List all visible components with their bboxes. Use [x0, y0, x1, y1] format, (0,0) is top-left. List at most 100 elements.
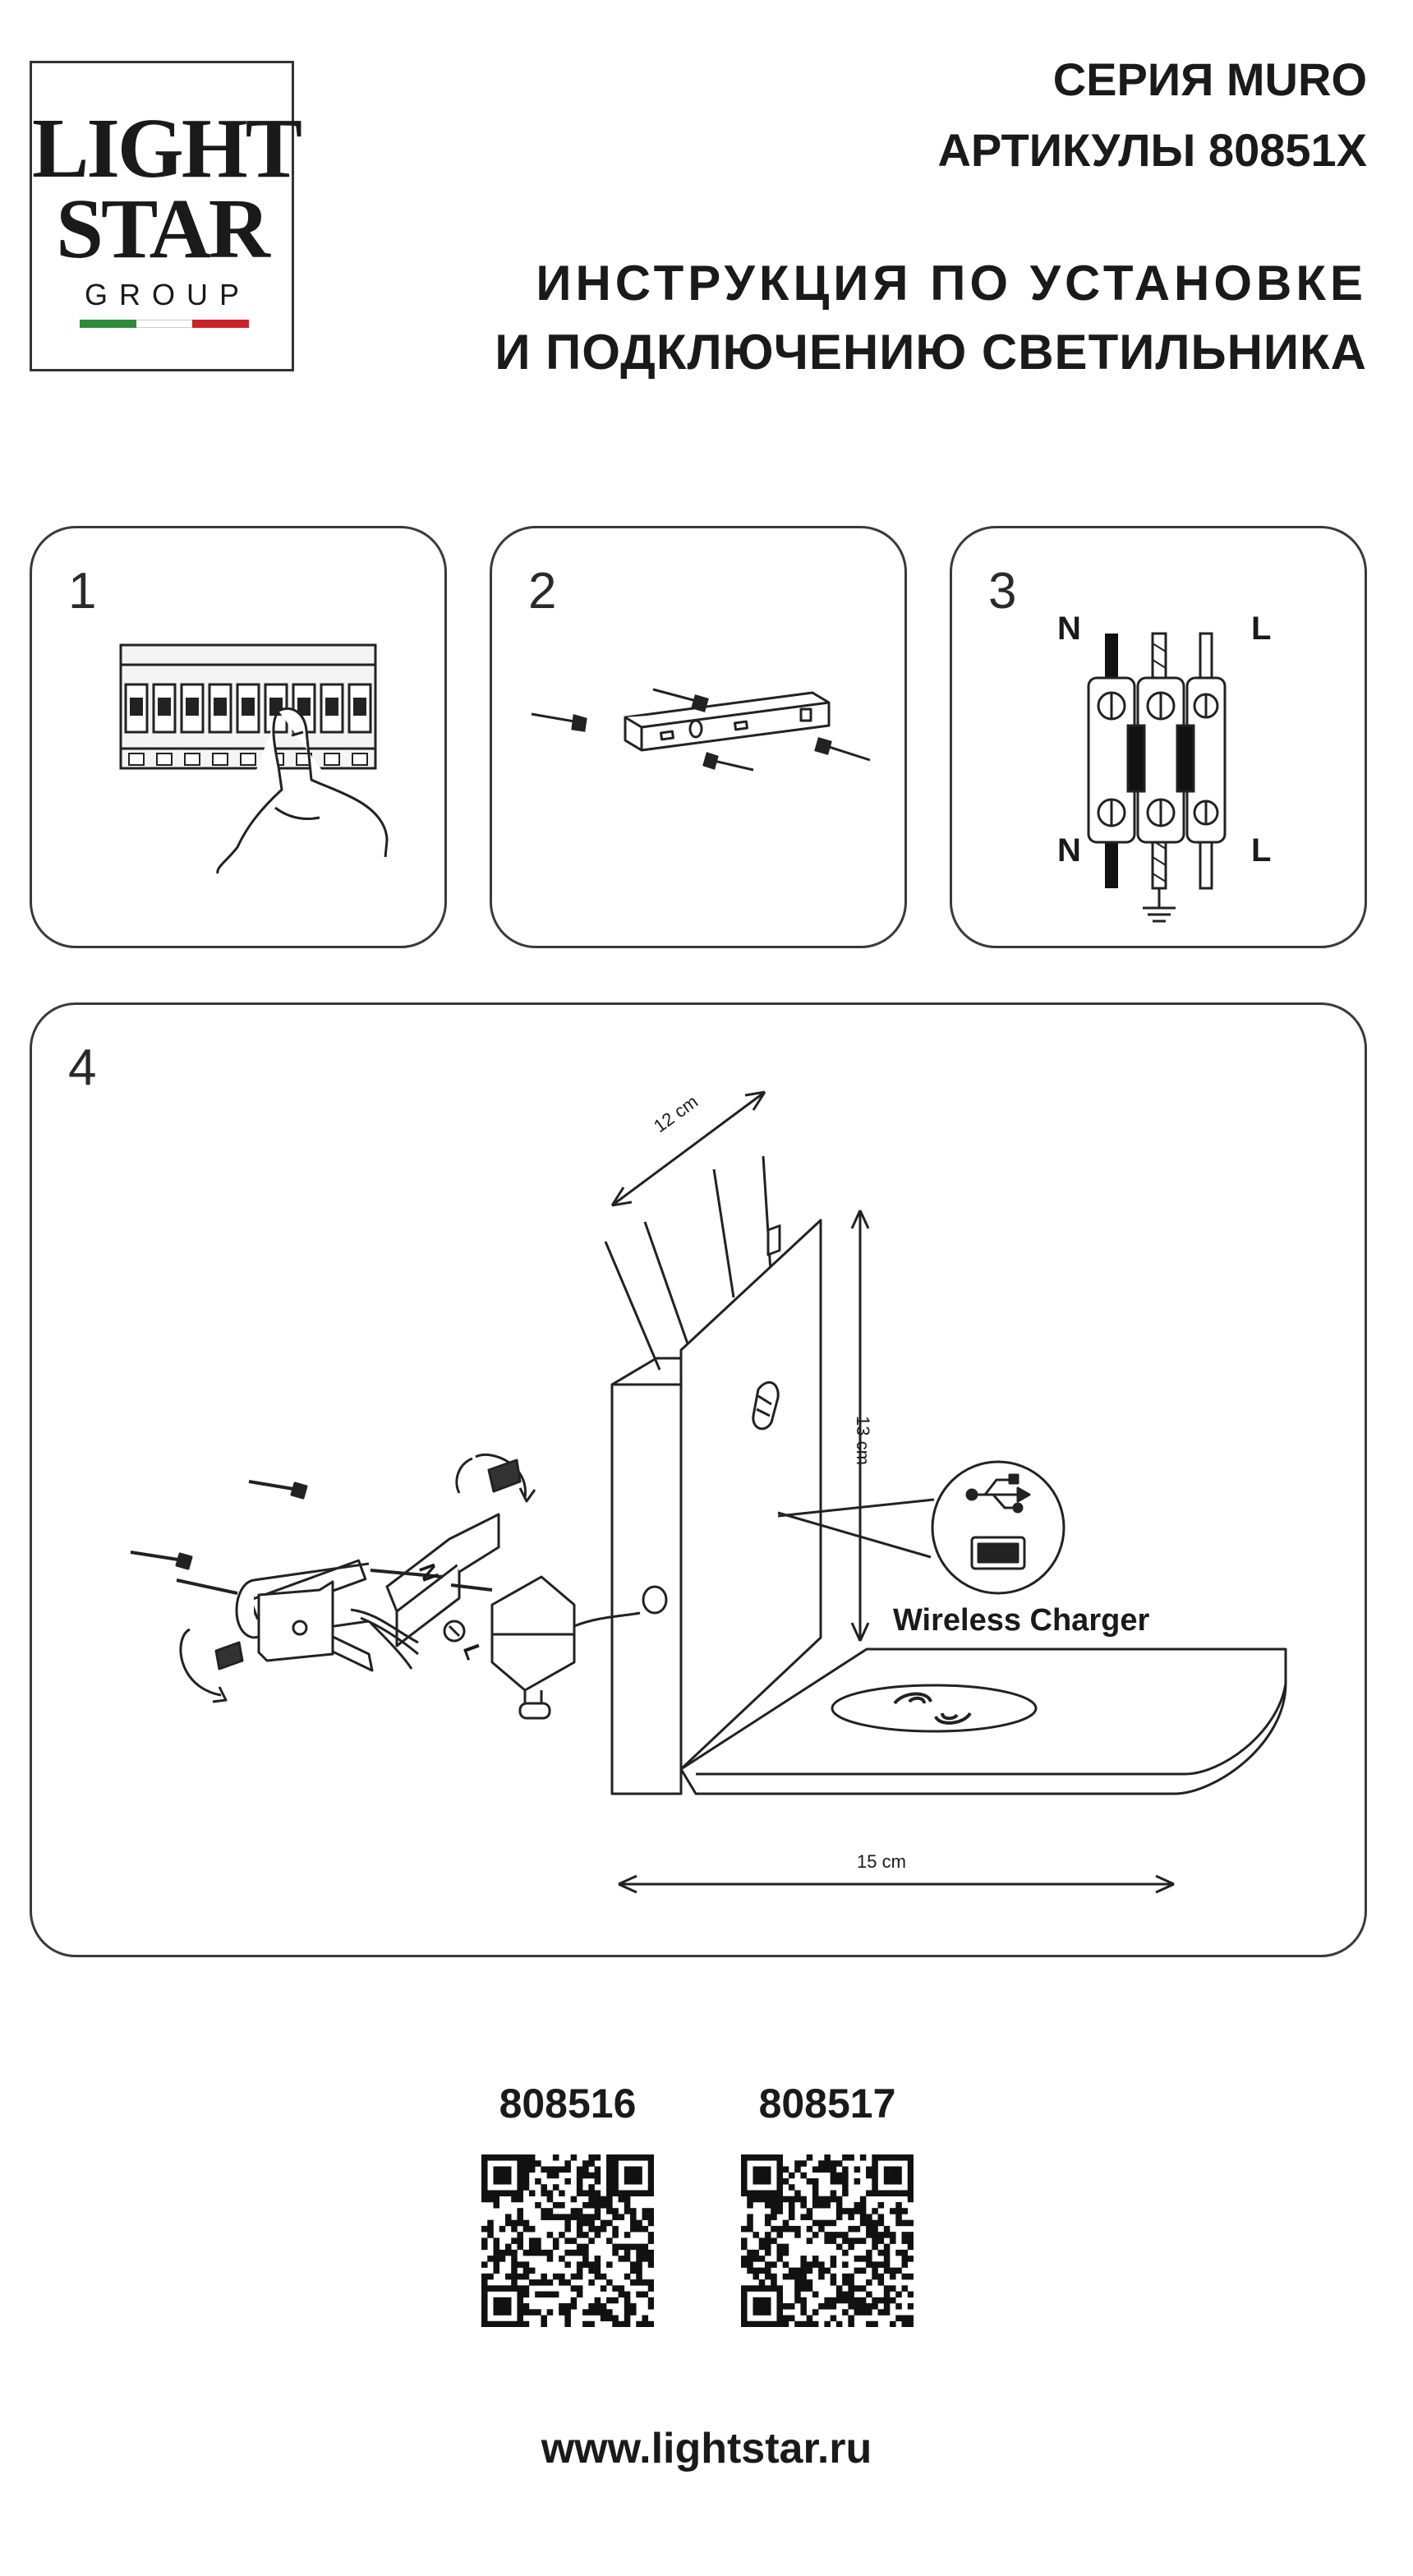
qr-module	[812, 2261, 819, 2268]
qr-module	[764, 2219, 771, 2227]
qr-module	[835, 2160, 843, 2167]
qr-module	[546, 2214, 554, 2220]
qr-module	[517, 2315, 523, 2322]
qr-module	[642, 2243, 649, 2251]
qr-module	[901, 2285, 909, 2292]
qr-module	[859, 2309, 867, 2316]
qr-module	[528, 2225, 536, 2233]
qr-module	[504, 2309, 512, 2316]
qr-module	[594, 2208, 601, 2214]
qr-module	[883, 2285, 891, 2292]
qr-module	[859, 2297, 867, 2304]
qr-module	[588, 2225, 595, 2233]
qr-module	[866, 2232, 872, 2238]
qr-module	[842, 2249, 849, 2256]
qr-module	[642, 2208, 649, 2214]
qr-module	[771, 2190, 777, 2196]
qr-module	[487, 2196, 494, 2203]
qr-module	[848, 2154, 854, 2161]
label-n-top: N	[1057, 611, 1081, 647]
qr-module	[835, 2285, 843, 2292]
qr-module	[788, 2172, 795, 2179]
qr-module	[606, 2172, 613, 2179]
qr-module	[830, 2279, 837, 2286]
qr-module	[517, 2232, 523, 2238]
website-link[interactable]: www.lightstar.ru	[541, 2425, 872, 2472]
breaker-switch	[186, 698, 199, 716]
italian-flag-stripe	[80, 320, 250, 328]
qr-module	[570, 2154, 578, 2161]
qr-module	[830, 2297, 837, 2304]
qr-module	[753, 2309, 760, 2316]
qr-module	[758, 2243, 766, 2251]
qr-module	[511, 2267, 518, 2274]
qr-module	[612, 2160, 619, 2167]
qr-module	[504, 2273, 512, 2280]
qr-module	[872, 2320, 878, 2327]
qr-module	[493, 2297, 500, 2304]
qr-module	[877, 2214, 885, 2220]
qr-module	[618, 2320, 625, 2327]
qr-module	[546, 2291, 554, 2298]
qr-module	[872, 2160, 878, 2167]
qr-module	[901, 2219, 909, 2227]
qr-module	[624, 2309, 631, 2316]
qr-module	[771, 2196, 777, 2203]
qr-module	[576, 2184, 583, 2191]
qr-module	[564, 2309, 571, 2316]
qr-module	[636, 2261, 642, 2268]
qr-module	[842, 2273, 849, 2280]
qr-module	[806, 2320, 813, 2327]
qr-module	[848, 2297, 854, 2304]
qr-module	[624, 2256, 631, 2262]
qr-module	[753, 2154, 760, 2161]
qr-module	[594, 2201, 601, 2209]
qr-module	[570, 2249, 578, 2256]
qr-module	[552, 2273, 559, 2280]
qr-module	[582, 2201, 589, 2209]
qr-module	[647, 2154, 654, 2161]
qr-module	[535, 2249, 541, 2256]
qr-module	[517, 2166, 523, 2173]
qr-module	[753, 2166, 760, 2173]
qr-module	[800, 2273, 807, 2280]
qr-module	[788, 2267, 795, 2274]
qr-module	[499, 2285, 506, 2292]
qr-module	[800, 2303, 807, 2310]
qr-module	[890, 2190, 896, 2196]
qr-module	[771, 2208, 777, 2214]
label-l-top: L	[1251, 611, 1272, 647]
qr-module	[901, 2320, 909, 2327]
qr-module	[528, 2190, 536, 2196]
qr-module	[758, 2297, 766, 2304]
qr-module	[835, 2208, 843, 2214]
qr-module	[877, 2190, 885, 2196]
qr-module	[848, 2320, 854, 2327]
qr-module	[859, 2201, 867, 2209]
qr-module	[564, 2214, 571, 2220]
qr-module	[564, 2320, 571, 2327]
qr-module	[835, 2232, 843, 2238]
qr-module	[642, 2214, 649, 2220]
qr-module	[576, 2291, 583, 2298]
qr-module	[535, 2291, 541, 2298]
qr-module	[535, 2177, 541, 2185]
qr-module	[570, 2208, 578, 2214]
qr-module	[830, 2232, 837, 2238]
qr-module	[895, 2291, 902, 2298]
qr-module	[758, 2196, 766, 2203]
qr-module	[824, 2237, 831, 2244]
qr-module	[866, 2291, 872, 2298]
qr-module	[624, 2196, 631, 2203]
qr-module	[872, 2232, 878, 2238]
qr-module	[883, 2243, 891, 2251]
qr-module	[564, 2261, 571, 2268]
qr-module	[481, 2154, 488, 2161]
qr-module	[600, 2309, 607, 2316]
qr-module	[564, 2219, 571, 2227]
step-4-panel: 4	[30, 1002, 1367, 1957]
qr-module	[771, 2154, 777, 2161]
qr-module	[559, 2201, 565, 2209]
qr-module	[487, 2256, 494, 2262]
qr-module	[504, 2303, 512, 2310]
